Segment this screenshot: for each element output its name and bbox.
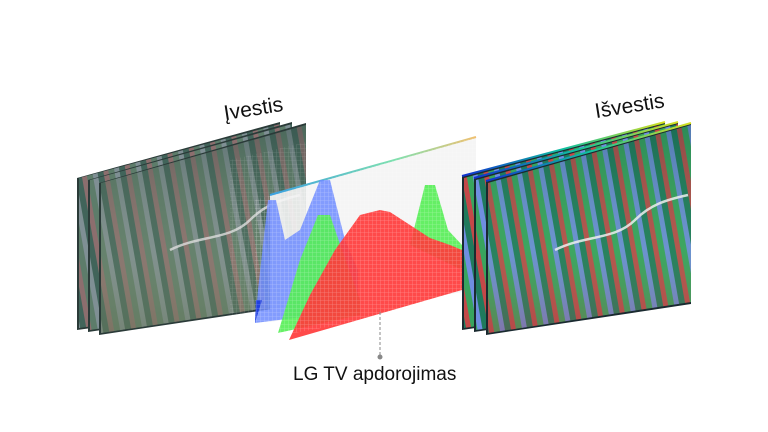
processing-caption: LG TV apdorojimas xyxy=(293,364,457,385)
